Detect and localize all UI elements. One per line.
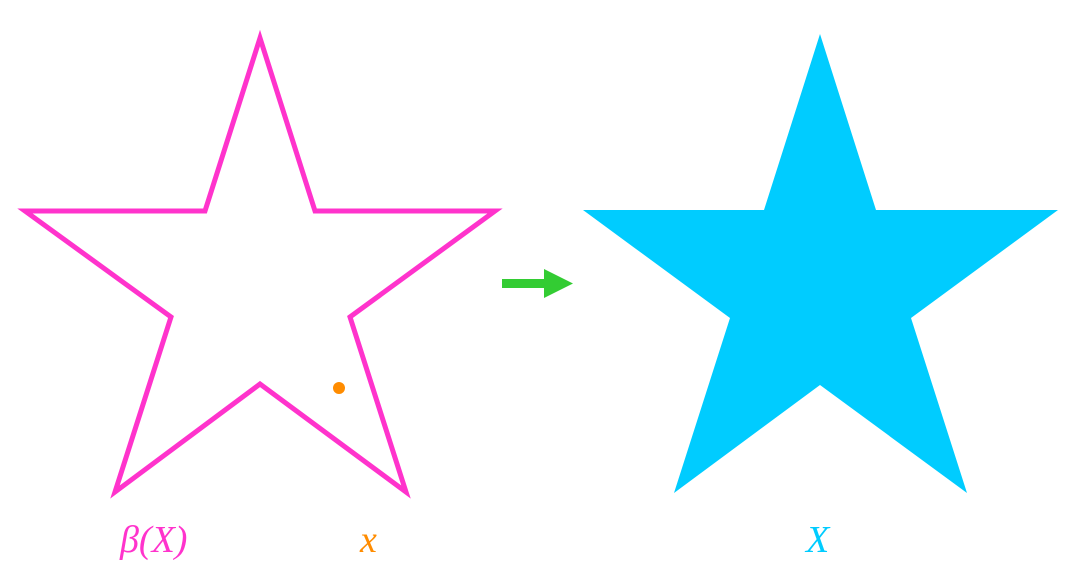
right-arrow-icon [502, 269, 573, 298]
point-label: x [360, 519, 377, 561]
point-x-marker [333, 382, 345, 394]
set-label: X [806, 519, 830, 561]
boundary-label: β(X) [120, 519, 188, 561]
set-star-filled [583, 34, 1058, 493]
boundary-star-outline [17, 29, 503, 499]
